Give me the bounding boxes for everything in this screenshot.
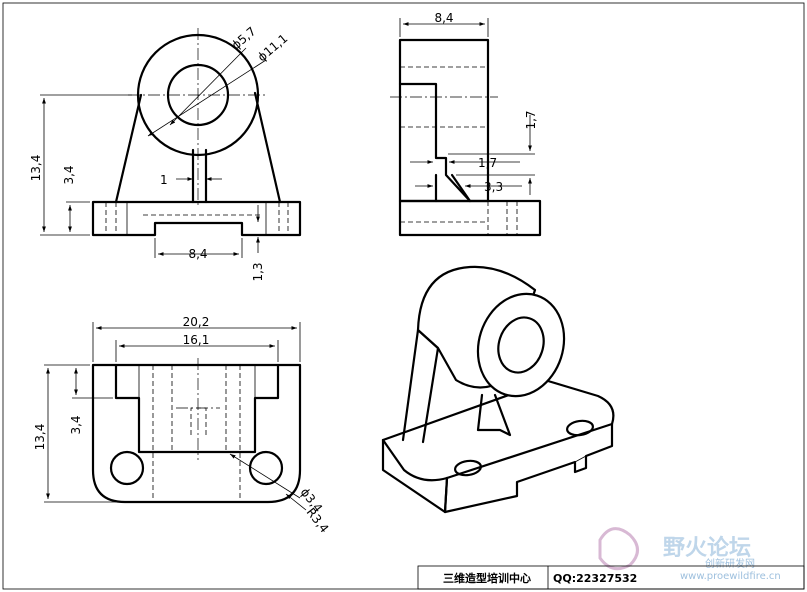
front-dim-hole-diameter: ϕ5,7 — [229, 24, 259, 52]
front-dim-slot-depth: 1,3 — [251, 262, 265, 281]
front-dim-rib-width: 1 — [160, 173, 168, 187]
front-support-left — [114, 93, 143, 204]
top-dim-depth-total: 13,4 — [33, 424, 47, 451]
top-hidden-rib — [190, 407, 207, 435]
front-dim-slot-width: 8,4 — [188, 247, 207, 261]
title-center-name: 三维造型培训中心 — [443, 571, 531, 585]
side-dim-top-width: 8,4 — [434, 11, 453, 25]
iso-hole-front — [453, 459, 483, 477]
top-view: 20,2 16,1 13,4 3,4 ϕ3,4 R3,4 — [33, 315, 332, 535]
iso-cylinder-bore — [497, 316, 545, 374]
watermark-site-name: 创新研发网 — [705, 557, 755, 570]
front-support-right — [253, 91, 282, 204]
title-block: 三维造型培训中心 QQ:22327532 — [417, 565, 805, 590]
iso-hole-back — [565, 419, 595, 437]
isometric-view — [381, 265, 615, 514]
top-hole-left — [109, 450, 145, 486]
title-block-box — [417, 565, 805, 590]
side-upright-outline — [398, 38, 490, 203]
iso-rib — [476, 393, 512, 437]
top-dim-depth-front: 3,4 — [69, 415, 83, 434]
top-dim-corner-radius: R3,4 — [304, 505, 332, 535]
side-rib-diagonal — [450, 173, 472, 203]
front-base-outline — [91, 200, 302, 237]
side-base-outline — [398, 199, 542, 237]
watermark: 野火论坛 创新研发网 www.proewildfire.cn — [598, 527, 781, 582]
iso-base-edge — [443, 476, 449, 514]
top-base-outline — [91, 363, 302, 504]
side-dim-horizontal-a: 1,7 — [478, 156, 497, 170]
front-view: 13,4 3,4 1 8,4 1,3 ϕ5,7 ϕ11,1 — [29, 24, 302, 282]
top-dim-overall-width: 20,2 — [183, 315, 210, 329]
side-dim-vertical: 1,7 — [524, 110, 538, 129]
iso-cylinder-face — [476, 292, 566, 398]
side-view: 8,4 1,7 1,7 3,3 — [390, 11, 542, 237]
watermark-forum-name: 野火论坛 — [663, 535, 751, 561]
watermark-url: www.proewildfire.cn — [680, 571, 781, 582]
watermark-logo — [598, 527, 639, 571]
iso-base-side — [443, 422, 614, 514]
side-rib-notch — [398, 82, 472, 203]
front-dim-outer-diameter: ϕ11,1 — [255, 31, 291, 64]
front-dim-height-total: 13,4 — [29, 155, 43, 182]
top-hole-right — [248, 450, 284, 486]
top-dim-hole-spacing: 16,1 — [183, 333, 210, 347]
front-dim-height-base: 3,4 — [62, 165, 76, 184]
side-dim-horizontal-b: 3,3 — [484, 180, 503, 194]
title-qq: QQ:22327532 — [553, 572, 637, 585]
top-front-notch — [114, 363, 280, 454]
iso-base-slot — [574, 455, 587, 463]
